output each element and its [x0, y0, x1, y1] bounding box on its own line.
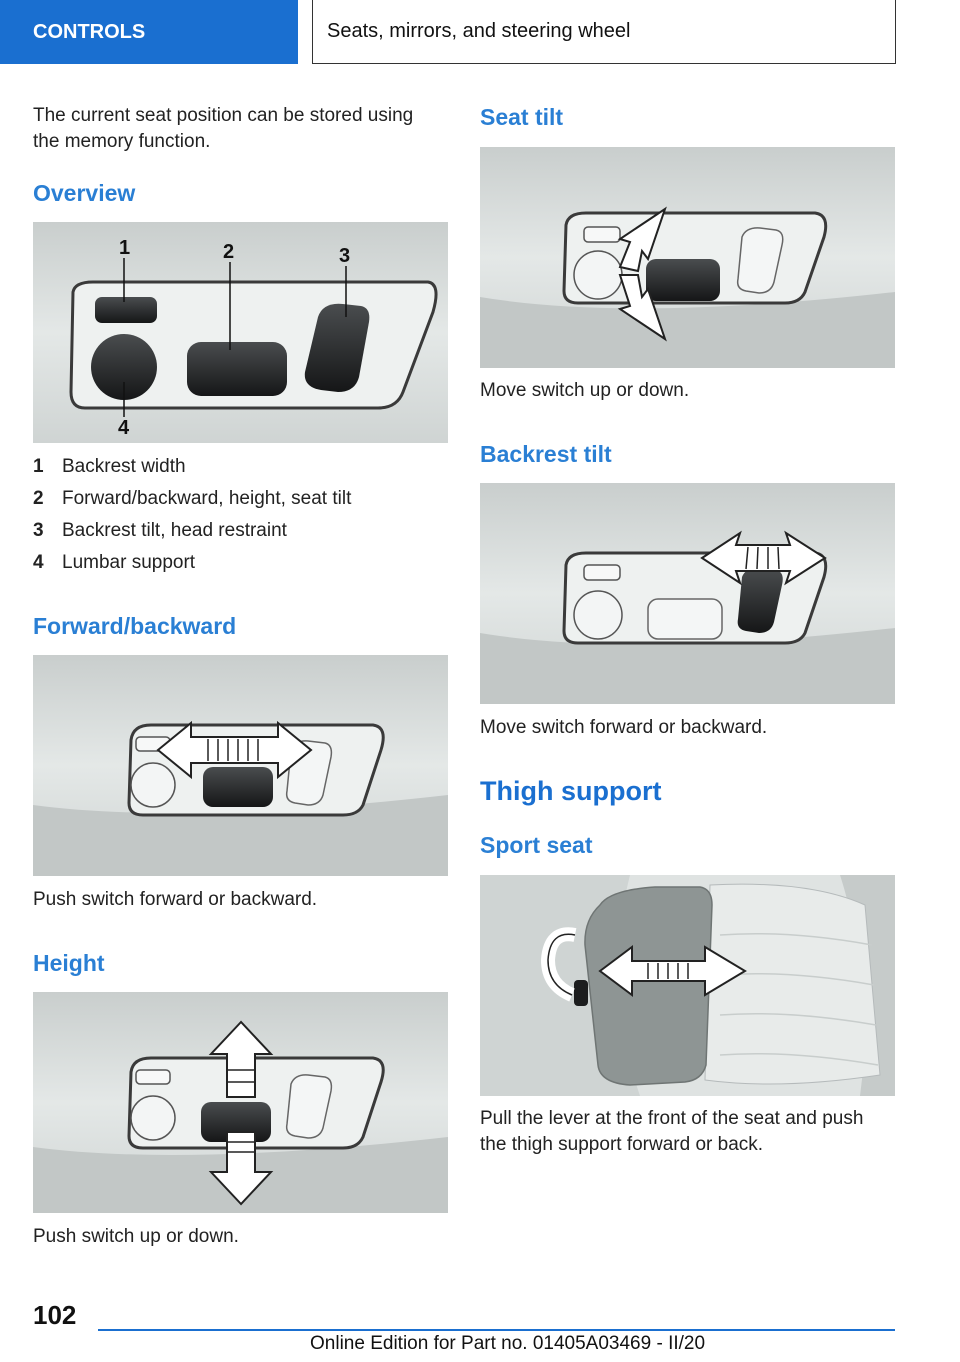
callout-2: 2 [223, 241, 234, 263]
section-title: CONTROLS [33, 20, 146, 43]
overview-figure: 1 2 3 4 [33, 222, 448, 443]
backrest-tilt-figure [480, 483, 895, 704]
footer-divider [98, 1329, 895, 1331]
sport-seat-text-line-1: Pull the lever at the front of the seat … [480, 1108, 864, 1129]
seat-tilt-figure [480, 147, 895, 368]
forward-backward-text: Push switch forward or backward. [33, 889, 318, 910]
page-number: 102 [33, 1300, 77, 1330]
callout-1: 1 [119, 237, 130, 259]
forward-backward-figure [33, 655, 448, 876]
legend-number: 1 [33, 456, 44, 477]
overview-heading: Overview [33, 180, 136, 206]
legend-text: Backrest width [62, 456, 186, 477]
backrest-tilt-heading: Backrest tilt [480, 441, 612, 467]
backrest-tilt-text: Move switch forward or backward. [480, 717, 768, 738]
legend-text: Lumbar support [62, 552, 196, 573]
height-heading: Height [33, 950, 105, 976]
legend-number: 4 [33, 552, 44, 573]
seat-tilt-heading: Seat tilt [480, 104, 564, 130]
sport-seat-text-line-2: the thigh support forward or back. [480, 1134, 764, 1155]
intro-line-2: the memory function. [33, 131, 211, 152]
section-tab: CONTROLS [0, 0, 298, 64]
chapter-bar: Seats, mirrors, and steering wheel [312, 0, 896, 64]
forward-backward-heading: Forward/backward [33, 613, 237, 639]
sport-seat-heading: Sport seat [480, 832, 593, 858]
legend-text: Forward/backward, height, seat tilt [62, 488, 352, 509]
callout-4: 4 [118, 417, 130, 439]
seat-tilt-text: Move switch up or down. [480, 380, 690, 401]
legend-text: Backrest tilt, head restraint [62, 520, 287, 541]
sport-seat-figure [480, 875, 895, 1096]
thigh-support-heading: Thigh support [480, 776, 662, 806]
legend-number: 2 [33, 488, 44, 509]
chapter-title: Seats, mirrors, and steering wheel [327, 20, 631, 42]
legend-number: 3 [33, 520, 44, 541]
height-figure [33, 992, 448, 1213]
callout-3: 3 [339, 245, 350, 267]
intro-line-1: The current seat position can be stored … [33, 105, 414, 126]
height-text: Push switch up or down. [33, 1226, 239, 1247]
edition-note: Online Edition for Part no. 01405A03469 … [310, 1333, 706, 1354]
